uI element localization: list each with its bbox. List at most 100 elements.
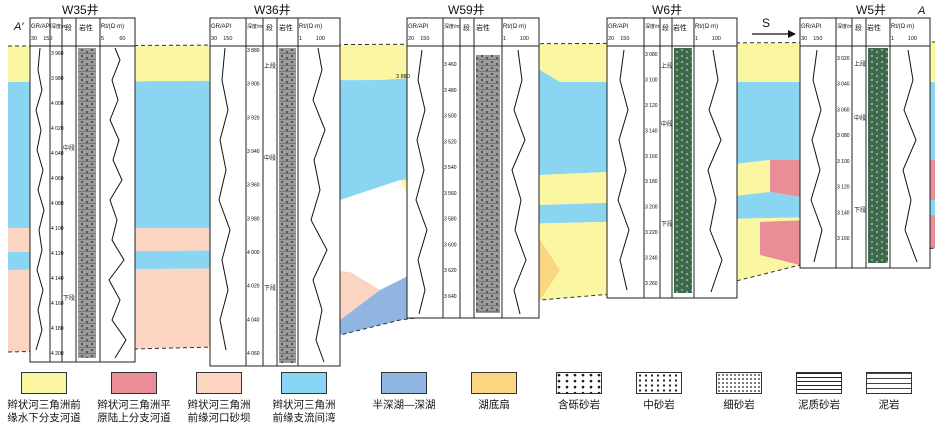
seg-header-w6: 段 xyxy=(662,23,669,32)
legend: 辫状河三角洲前缘水下分支河道辫状河三角洲平原陆上分支河道辫状河三角洲前缘河口砂坝… xyxy=(0,372,935,436)
depth-label: 4 180 xyxy=(51,326,64,332)
well-name-w5: W5井 xyxy=(856,3,886,17)
depth-label: 3 480 xyxy=(444,88,457,94)
gr-range-w6: 20 150 xyxy=(608,36,629,42)
yellow-facies-swatch xyxy=(21,372,67,394)
legend-label: 细砂岩 xyxy=(723,399,755,411)
depth-label: 3 560 xyxy=(444,191,457,197)
legend-label: 泥岩 xyxy=(878,399,900,411)
legend-label: 泥质砂岩 xyxy=(798,399,840,411)
depth-label: 3 080 xyxy=(645,52,658,58)
segment-w36-lower: 下段 xyxy=(264,284,276,292)
depth-label: 3 180 xyxy=(645,179,658,185)
gr-range-w5: 30 150 xyxy=(801,36,822,42)
legend-label: 辫状河三角洲 xyxy=(187,399,251,411)
depth-label: 3 220 xyxy=(645,230,658,236)
rt-range-w35: 5 60 xyxy=(101,36,125,42)
well-column-w36 xyxy=(209,17,341,367)
well-name-w59: W59井 xyxy=(448,3,485,17)
depth-label: 3 240 xyxy=(645,256,658,262)
depth-marker-3880: 3 880 xyxy=(396,74,410,80)
seg-header-w5: 段 xyxy=(855,23,862,32)
legend-label: 含砾砂岩 xyxy=(558,399,600,411)
gr-range-w35: 30 150 xyxy=(31,36,52,42)
depth-label: 3 520 xyxy=(444,139,457,145)
muddy-sandstone-swatch xyxy=(796,372,842,394)
legend-item: 辫状河三角洲前缘支流间湾 xyxy=(265,372,343,425)
gr-range-w59: 20 150 xyxy=(408,36,429,42)
gr-header-w5: GR/API xyxy=(801,24,822,30)
rt-range-w59: 1 100 xyxy=(503,36,529,42)
depth-label: 3 160 xyxy=(645,154,658,160)
legend-item: 半深湖—深湖 xyxy=(365,372,443,412)
depth-label: 3 960 xyxy=(51,51,64,57)
pebbly-sandstone-swatch xyxy=(556,372,602,394)
well-name-w35: W35井 xyxy=(62,3,99,17)
rt-range-w6: 1 100 xyxy=(695,36,721,42)
depth-label: 4 060 xyxy=(247,351,260,357)
legend-label: 辫状河三角洲前 xyxy=(7,399,81,411)
segment-w36-middle: 中段 xyxy=(264,154,276,162)
seg-header-w36: 段 xyxy=(266,23,273,32)
legend-item: 湖底扇 xyxy=(455,372,533,412)
base-boundary-line xyxy=(7,247,935,353)
seg-header-w59: 段 xyxy=(463,23,470,32)
depth-label: 3 260 xyxy=(645,281,658,287)
depth-label: 3 500 xyxy=(444,114,457,120)
legend-label: 辫状河三角洲 xyxy=(272,399,336,411)
depth-label: 4 080 xyxy=(51,201,64,207)
depth-label: 3 620 xyxy=(444,268,457,274)
depth-label: 4 100 xyxy=(51,226,64,232)
depth-label: 3 120 xyxy=(837,185,850,191)
depth-header-w36: 深度/m xyxy=(247,23,263,30)
section-end-left: A′ xyxy=(13,21,24,33)
fine-sandstone-swatch xyxy=(716,372,762,394)
gr-header-w35: GR/API xyxy=(31,24,52,30)
lith-header-w35: 岩性 xyxy=(79,23,93,32)
depth-label: 3 020 xyxy=(837,56,850,62)
depth-header-w59: 深度/m xyxy=(444,23,460,30)
depth-label: 3 900 xyxy=(247,82,260,88)
legend-label: 前缘河口砂坝 xyxy=(187,412,251,424)
seg-header-w35: 段 xyxy=(65,23,72,32)
blue-facies-swatch xyxy=(381,372,427,394)
depth-header-w35: 深度/m xyxy=(51,23,67,30)
segment-w5-lower: 下段 xyxy=(854,206,866,214)
rt-header-w59: Rt/(Ω·m) xyxy=(503,24,526,30)
well-name-w36: W36井 xyxy=(254,3,291,17)
legend-item: 含砾砂岩 xyxy=(540,372,618,412)
segment-w5-upper: 上段 xyxy=(854,60,866,68)
well-column-w5 xyxy=(799,17,931,269)
depth-header-w5: 深度/m xyxy=(837,23,853,30)
depth-label: 3 160 xyxy=(837,236,850,242)
well-column-w59 xyxy=(406,17,540,319)
legend-item: 辫状河三角洲平原陆上分支河道 xyxy=(95,372,173,425)
legend-label: 中砂岩 xyxy=(643,399,675,411)
lith-header-w59: 岩性 xyxy=(476,23,490,32)
legend-label: 半深湖—深湖 xyxy=(372,399,436,411)
segment-w5-middle: 中段 xyxy=(854,114,866,122)
rt-header-w36: Rt/(Ω·m) xyxy=(299,24,322,30)
segment-w6-middle: 中段 xyxy=(661,120,673,128)
depth-label: 3 640 xyxy=(444,294,457,300)
segment-w35-lower: 下段 xyxy=(63,294,75,302)
cyan-facies-swatch xyxy=(281,372,327,394)
depth-label: 3 060 xyxy=(837,107,850,113)
depth-label: 3 120 xyxy=(645,103,658,109)
depth-label: 3 540 xyxy=(444,165,457,171)
segment-w6-lower: 下段 xyxy=(661,220,673,228)
depth-label: 4 120 xyxy=(51,251,64,257)
depth-label: 4 140 xyxy=(51,276,64,282)
gr-range-w36: 30 150 xyxy=(211,36,232,42)
section-end-right: A xyxy=(917,5,925,17)
legend-label: 原陆上分支河道 xyxy=(97,412,171,424)
depth-label: 3 880 xyxy=(247,48,260,54)
well-column-w6 xyxy=(606,17,738,299)
direction-label: S xyxy=(762,16,770,30)
mudstone-swatch xyxy=(866,372,912,394)
well-name-w6: W6井 xyxy=(652,3,682,17)
legend-item: 中砂岩 xyxy=(620,372,698,412)
depth-label: 4 060 xyxy=(51,176,64,182)
